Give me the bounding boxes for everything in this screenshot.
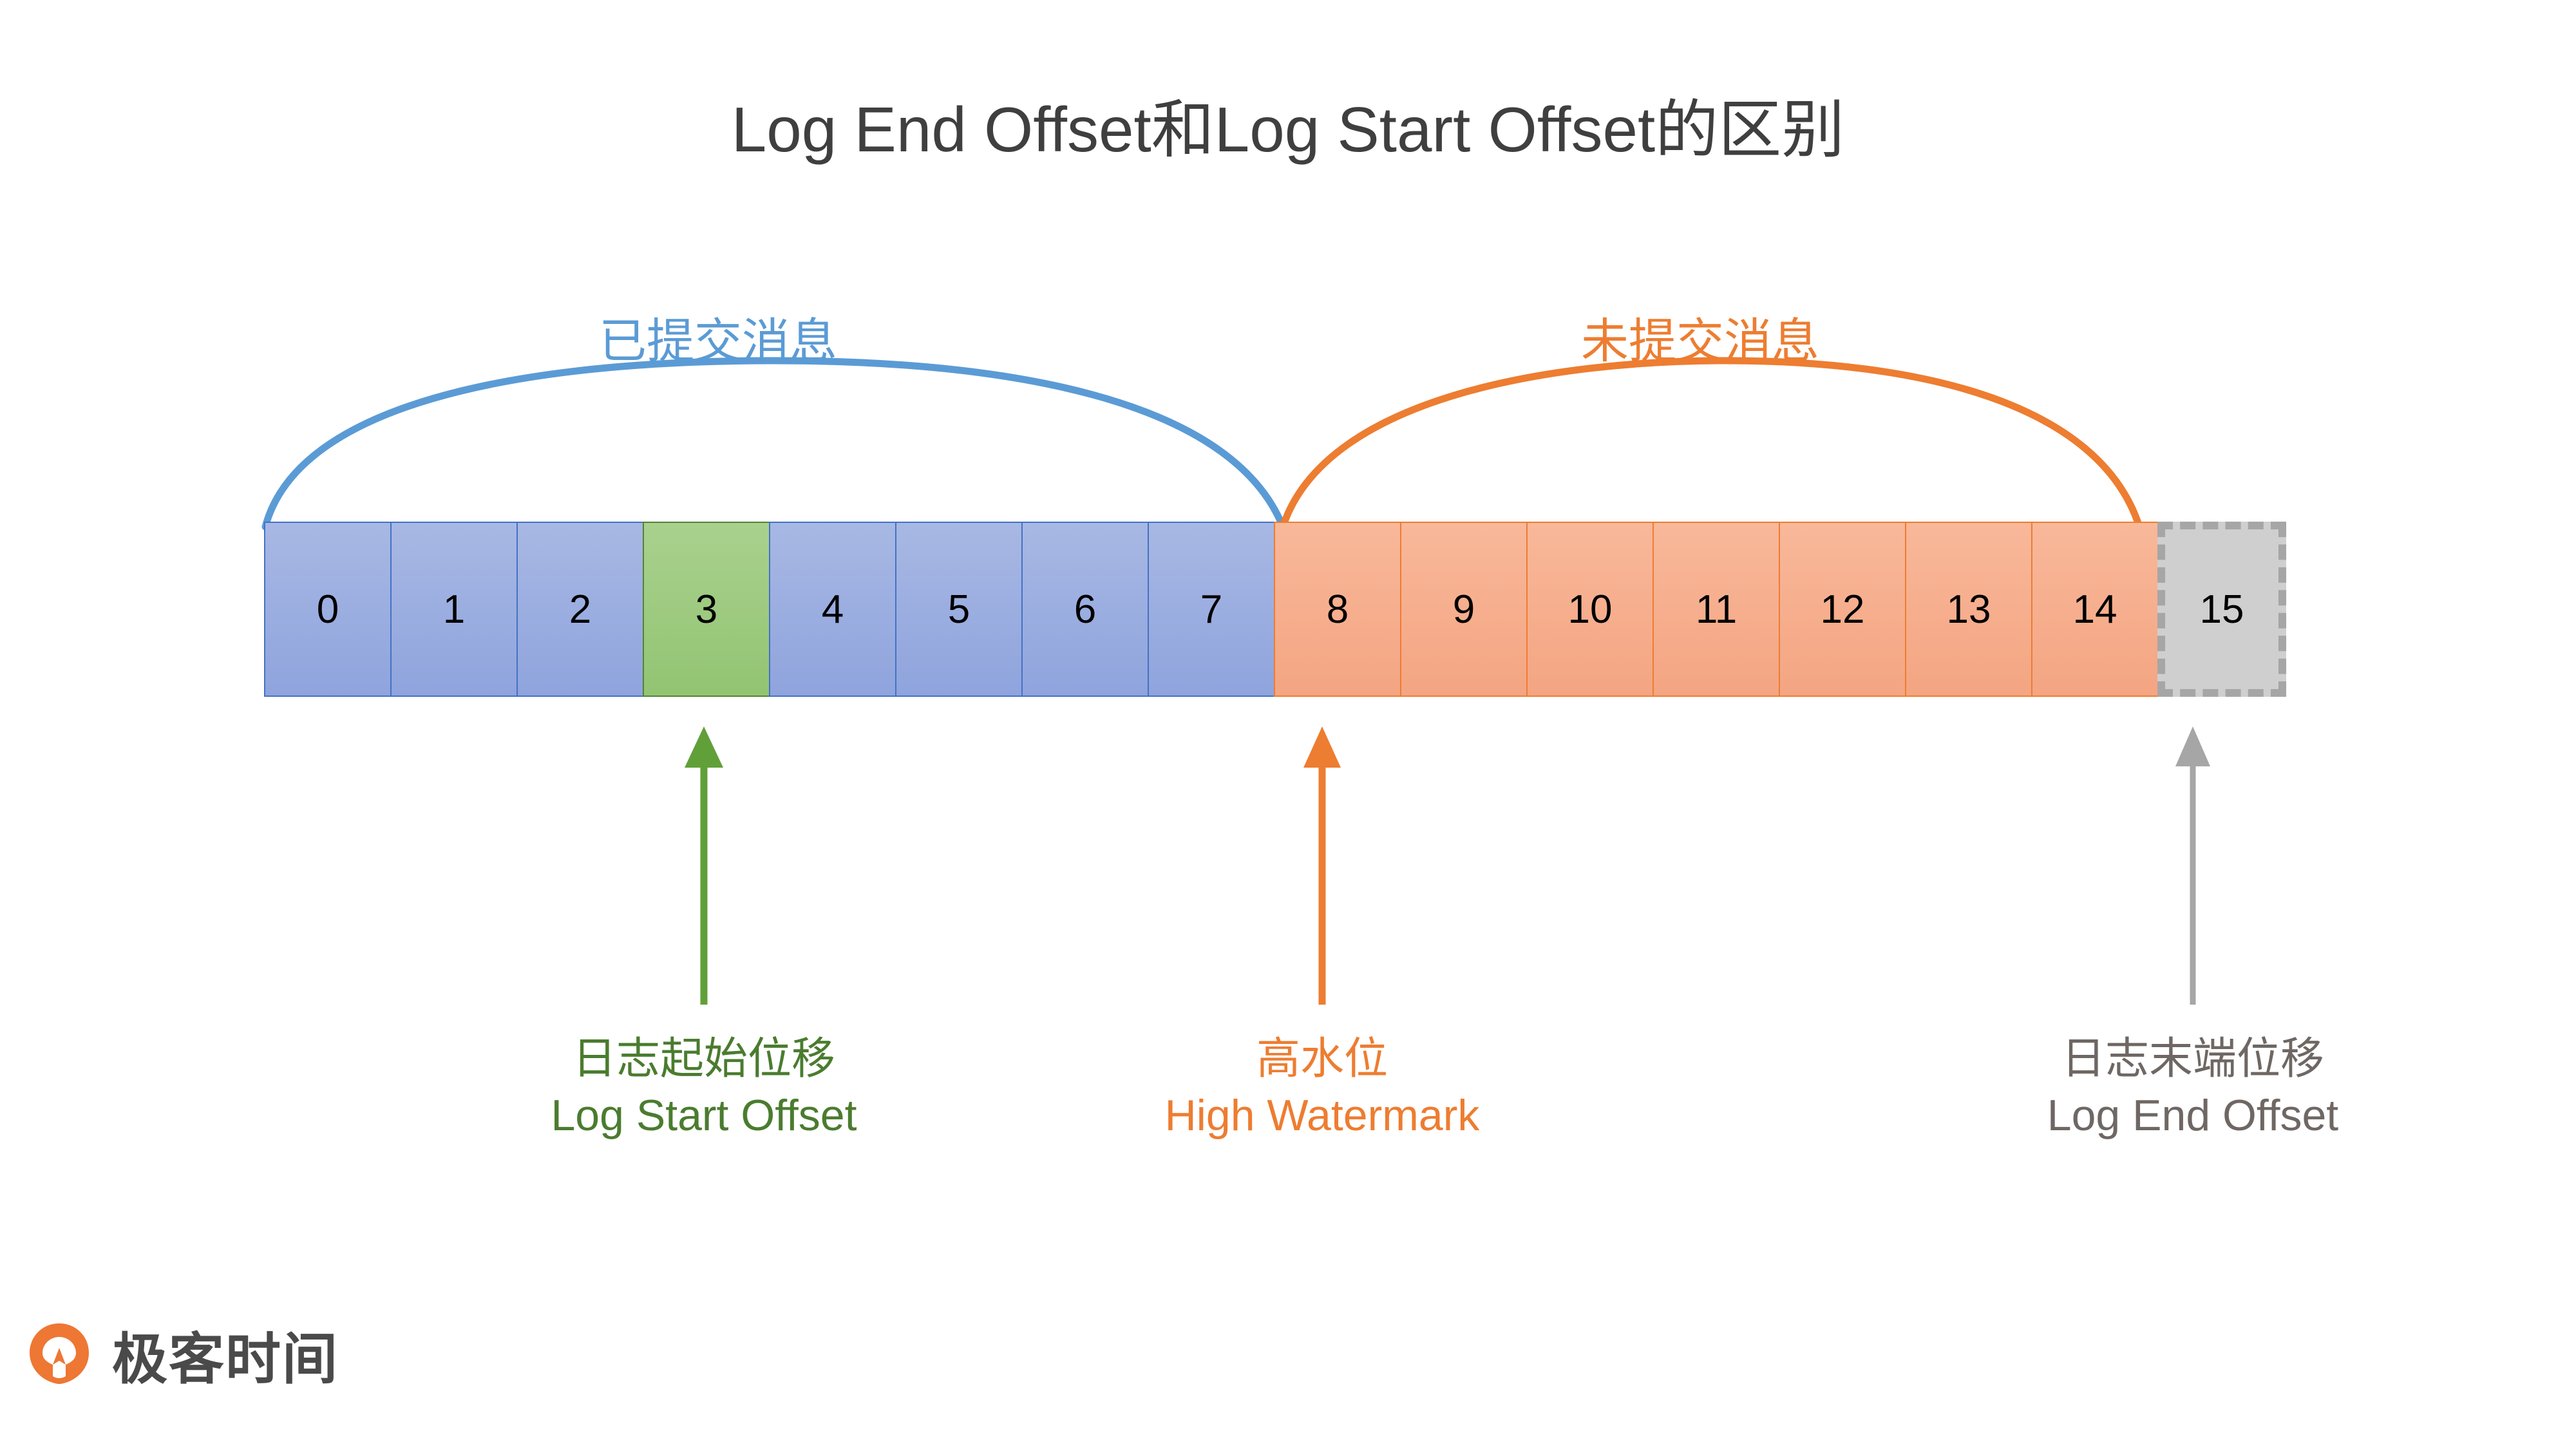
log-cell-14[interactable]: 14: [2031, 522, 2159, 697]
log-partition-bar: 0 1 2 3 4 5 6 7 8 9 10 11 12 13 14 15: [264, 522, 2286, 697]
brand-name: 极客时间: [112, 1329, 339, 1390]
log-end-offset-en-label: Log End Offset: [2047, 1091, 2339, 1141]
log-start-offset-arrow: [685, 726, 723, 1005]
high-watermark-annotation: 高水位 High Watermark: [1165, 1030, 1480, 1144]
committed-span-arc: [261, 357, 1287, 531]
log-cell-8[interactable]: 8: [1274, 522, 1401, 697]
log-cell-4[interactable]: 4: [769, 522, 896, 697]
log-cell-13[interactable]: 13: [1905, 522, 2032, 697]
log-cell-7[interactable]: 7: [1148, 522, 1275, 697]
log-cell-6[interactable]: 6: [1021, 522, 1149, 697]
log-end-offset-annotation: 日志末端位移 Log End Offset: [2047, 1030, 2338, 1144]
log-cell-11[interactable]: 11: [1653, 522, 1780, 697]
log-cell-5[interactable]: 5: [895, 522, 1023, 697]
log-cell-15[interactable]: 15: [2157, 522, 2286, 697]
high-watermark-arrow: [1303, 726, 1341, 1005]
page-title: Log End Offset和Log Start Offset的区别: [731, 94, 1845, 165]
log-cell-10[interactable]: 10: [1526, 522, 1654, 697]
committed-span-label: 已提交消息: [599, 314, 837, 368]
log-cell-12[interactable]: 12: [1779, 522, 1906, 697]
high-watermark-en-label: High Watermark: [1164, 1091, 1480, 1141]
high-watermark-cn-label: 高水位: [1256, 1034, 1388, 1083]
geektime-logo-icon: [24, 1320, 94, 1389]
log-cell-9[interactable]: 9: [1400, 522, 1528, 697]
log-start-offset-cn-label: 日志起始位移: [572, 1034, 836, 1083]
log-start-offset-annotation: 日志起始位移 Log Start Offset: [551, 1030, 857, 1144]
log-cell-0[interactable]: 0: [264, 522, 392, 697]
uncommitted-span-arc: [1279, 357, 2143, 531]
log-cell-1[interactable]: 1: [390, 522, 518, 697]
log-end-offset-cn-label: 日志末端位移: [2061, 1034, 2324, 1083]
brand-logo: 极客时间: [24, 1314, 339, 1394]
log-start-offset-en-label: Log Start Offset: [551, 1091, 857, 1141]
log-end-offset-arrow: [2175, 726, 2210, 1005]
log-cell-2[interactable]: 2: [516, 522, 644, 697]
uncommitted-span-label: 未提交消息: [1581, 314, 1819, 368]
log-cell-3[interactable]: 3: [643, 522, 770, 697]
